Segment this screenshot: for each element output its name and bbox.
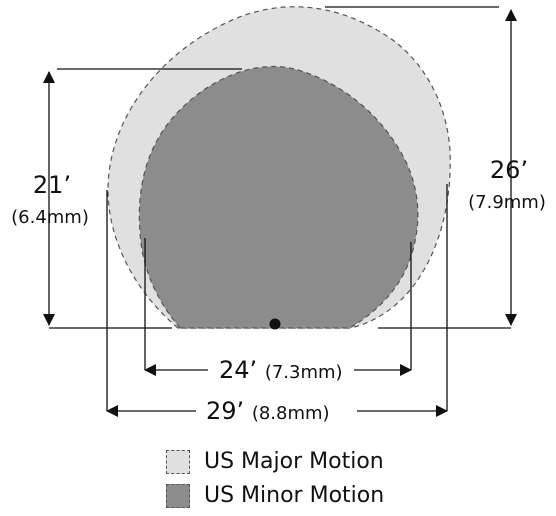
minor-width-label: 24’ (7.3mm)	[219, 356, 343, 384]
minor-width-metric: (7.3mm)	[265, 362, 343, 383]
sensor-dot	[269, 318, 281, 330]
minor-motion-area	[138, 65, 419, 329]
major-width-label: 29’ (8.8mm)	[206, 397, 330, 425]
minor-width-main: 24’	[219, 356, 257, 384]
legend-item-minor: US Minor Motion	[166, 482, 426, 512]
major-height-metric: (7.9mm)	[468, 192, 546, 213]
minor-height-label: 21’	[33, 171, 71, 199]
legend: US Major Motion US Minor Motion	[166, 448, 426, 516]
major-width-metric: (8.8mm)	[252, 403, 330, 424]
legend-major-label: US Major Motion	[204, 449, 384, 474]
major-height-label: 26’	[490, 156, 528, 184]
minor-height-metric: (6.4mm)	[11, 207, 89, 228]
legend-item-major: US Major Motion	[166, 448, 426, 478]
major-width-main: 29’	[206, 397, 244, 425]
legend-minor-swatch	[166, 484, 190, 508]
legend-major-swatch	[166, 450, 190, 474]
legend-minor-label: US Minor Motion	[204, 483, 385, 508]
